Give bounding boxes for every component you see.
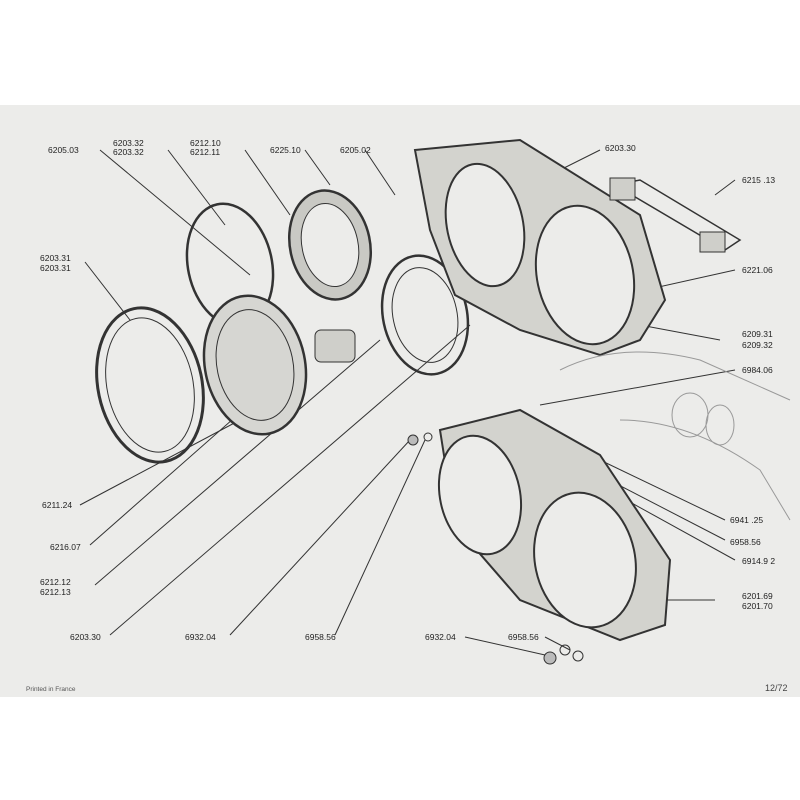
label-6941-25: 6941 .25 bbox=[730, 515, 764, 525]
label-6203-30-bottom: 6203.30 bbox=[70, 632, 101, 642]
printed-in-france: Printed in France bbox=[26, 686, 76, 693]
label-6203-30-top: 6203.30 bbox=[605, 143, 636, 153]
label-6225-10: 6225.10 bbox=[270, 145, 301, 155]
label-6221-06: 6221.06 bbox=[742, 265, 773, 275]
label-6984-06: 6984.06 bbox=[742, 365, 773, 375]
label-6958-56-b: 6958.56 bbox=[508, 632, 539, 642]
label-6209-32: 6209.32 bbox=[742, 340, 773, 350]
label-6203-32-a: 6203.32 bbox=[113, 138, 144, 148]
label-6932-04-a: 6932.04 bbox=[185, 632, 216, 642]
label-6212-10: 6212.10 bbox=[190, 138, 221, 148]
label-6205-03: 6205.03 bbox=[48, 145, 79, 155]
label-6211-24: 6211.24 bbox=[42, 500, 73, 510]
label-6201-69: 6201.69 bbox=[742, 591, 773, 601]
label-6216-07: 6216.07 bbox=[50, 542, 81, 552]
label-6914-92: 6914.9 2 bbox=[742, 556, 776, 566]
label-6205-02: 6205.02 bbox=[340, 145, 371, 155]
label-6201-70: 6201.70 bbox=[742, 601, 773, 611]
label-6932-04-b: 6932.04 bbox=[425, 632, 456, 642]
label-6203-32-b: 6203.32 bbox=[113, 147, 144, 157]
label-6958-56-right: 6958.56 bbox=[730, 537, 761, 547]
label-6212-13: 6212.13 bbox=[40, 587, 71, 597]
label-6958-56-a: 6958.56 bbox=[305, 632, 336, 642]
label-6215-13: 6215 .13 bbox=[742, 175, 776, 185]
label-6212-11: 6212.11 bbox=[190, 147, 221, 157]
label-6212-12: 6212.12 bbox=[40, 577, 71, 587]
label-6209-31: 6209.31 bbox=[742, 329, 773, 339]
label-6203-31-b: 6203.31 bbox=[40, 263, 71, 273]
label-6203-31-a: 6203.31 bbox=[40, 253, 71, 263]
page-number: 12/72 bbox=[765, 683, 788, 693]
